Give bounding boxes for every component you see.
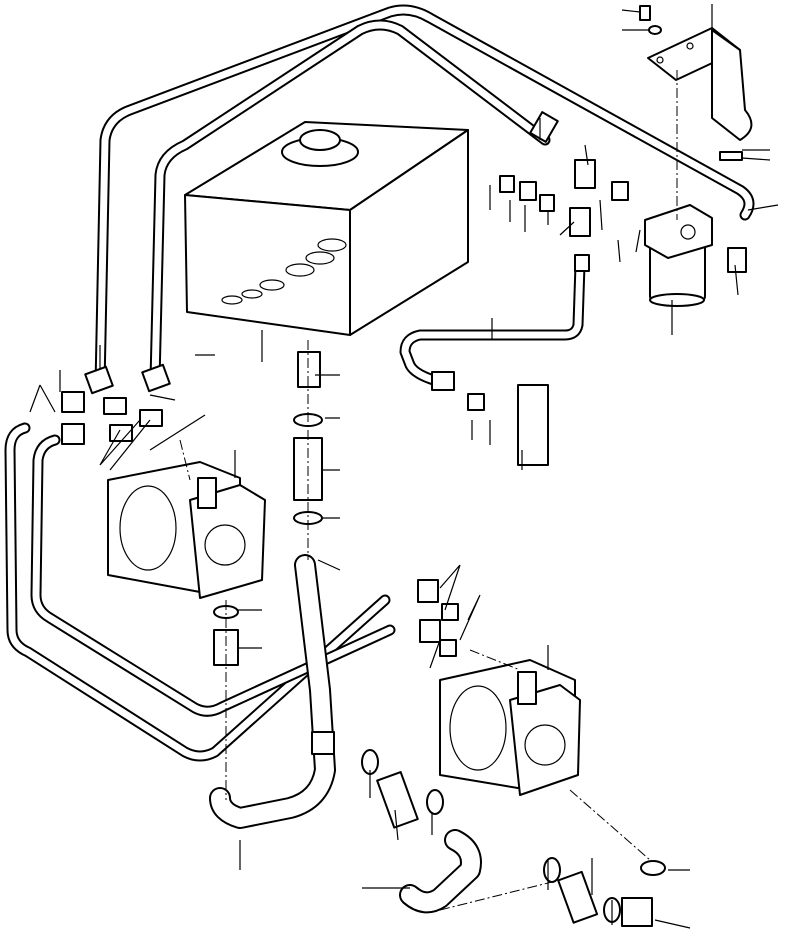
mounting-bracket [647,27,753,141]
hydraulic-pump-upper [107,461,266,599]
hydraulic-tank [184,121,469,336]
centerlines [179,70,678,911]
line-filter [644,204,713,307]
hose-filter-return [399,259,586,388]
suction-pipe [209,554,336,829]
hydraulic-hoses [4,4,755,914]
suction-pipe-lower [399,829,482,914]
fittings [61,5,747,927]
callout-leader-lines [29,4,779,929]
hose-end-fittings [61,363,485,657]
hose-tank-to-filter-outer [94,4,755,391]
hose-left-loop-inner [30,434,396,717]
tank-seal-rings [221,238,347,305]
hydraulic-pump-lower [439,659,581,796]
hose-left-loop-outer [4,422,391,762]
hose-tank-to-filter-inner [149,19,551,386]
